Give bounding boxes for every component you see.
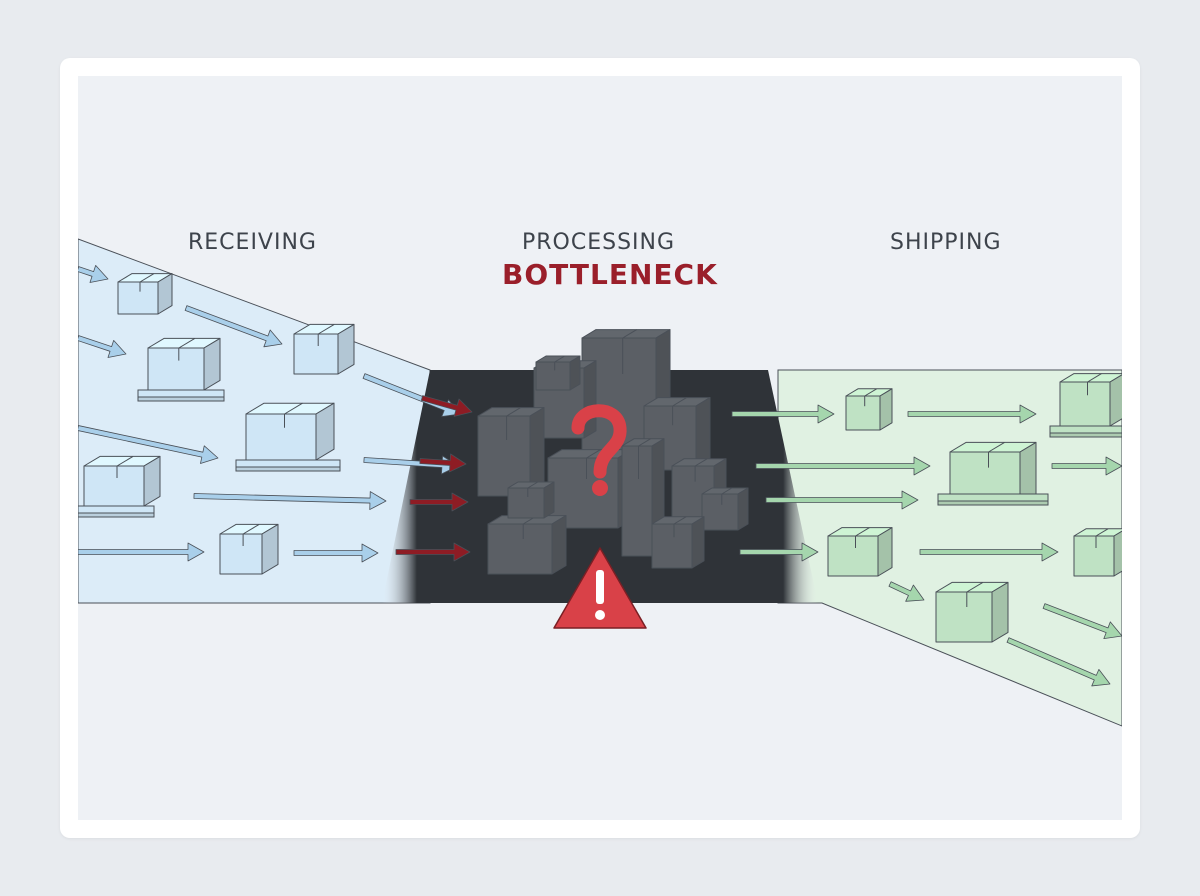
shipping-box (827, 527, 893, 577)
shipping-box (949, 441, 1037, 505)
stacked-box (651, 516, 705, 569)
shipping-arrow (765, 490, 919, 510)
shipping-box (1059, 373, 1122, 427)
shipping-arrow (1042, 603, 1122, 640)
receiving-pallet (235, 459, 341, 472)
receiving-arrow (293, 543, 379, 563)
shipping-arrow (907, 404, 1037, 424)
receiving-arrow (184, 305, 283, 348)
shipping-box (935, 581, 1009, 643)
shipping-arrow (1006, 637, 1111, 687)
shipping-arrow (888, 581, 925, 602)
stacked-box (535, 355, 581, 391)
shipping-box (845, 388, 893, 431)
receiving-label: RECEIVING (188, 230, 317, 255)
shipping-box (1073, 528, 1122, 577)
flow-diagram (78, 238, 1122, 727)
incoming-red-arrow (409, 492, 469, 512)
processing-label: PROCESSING (522, 230, 676, 255)
receiving-box (83, 455, 161, 507)
receiving-box (117, 273, 173, 315)
receiving-box (147, 337, 221, 391)
bottleneck-callout: BOTTLENECK (502, 258, 718, 291)
shipping-arrow (739, 542, 819, 562)
processing-items (395, 329, 749, 575)
receiving-arrow (78, 542, 205, 562)
warning-triangle-icon (553, 547, 647, 629)
incoming-red-arrow (420, 395, 473, 417)
shipping-pallet (937, 493, 1049, 506)
receiving-arrow (78, 265, 109, 283)
receiving-pallet (78, 505, 155, 518)
incoming-red-arrow (395, 542, 471, 562)
stacked-box (477, 407, 545, 497)
shipping-pallet (1049, 425, 1122, 438)
shipping-arrow (919, 542, 1059, 562)
receiving-arrow (193, 491, 387, 510)
receiving-box (219, 523, 279, 575)
shipping-items (731, 373, 1122, 687)
incoming-red-arrow (419, 453, 467, 473)
receiving-arrow (78, 335, 127, 358)
diagram-canvas: RECEIVING PROCESSING SHIPPING BOTTLENECK (78, 76, 1122, 820)
receiving-pallet (137, 389, 225, 402)
shipping-arrow (731, 404, 835, 424)
shipping-arrow (1051, 456, 1122, 476)
question-mark-icon (571, 404, 627, 496)
shipping-arrow (755, 456, 931, 476)
stacked-box (487, 515, 567, 575)
receiving-box (293, 323, 355, 375)
stacked-box (507, 481, 555, 519)
stacked-box (701, 487, 749, 531)
shipping-label: SHIPPING (890, 230, 1002, 255)
receiving-box (245, 402, 335, 461)
receiving-arrow (78, 425, 219, 464)
